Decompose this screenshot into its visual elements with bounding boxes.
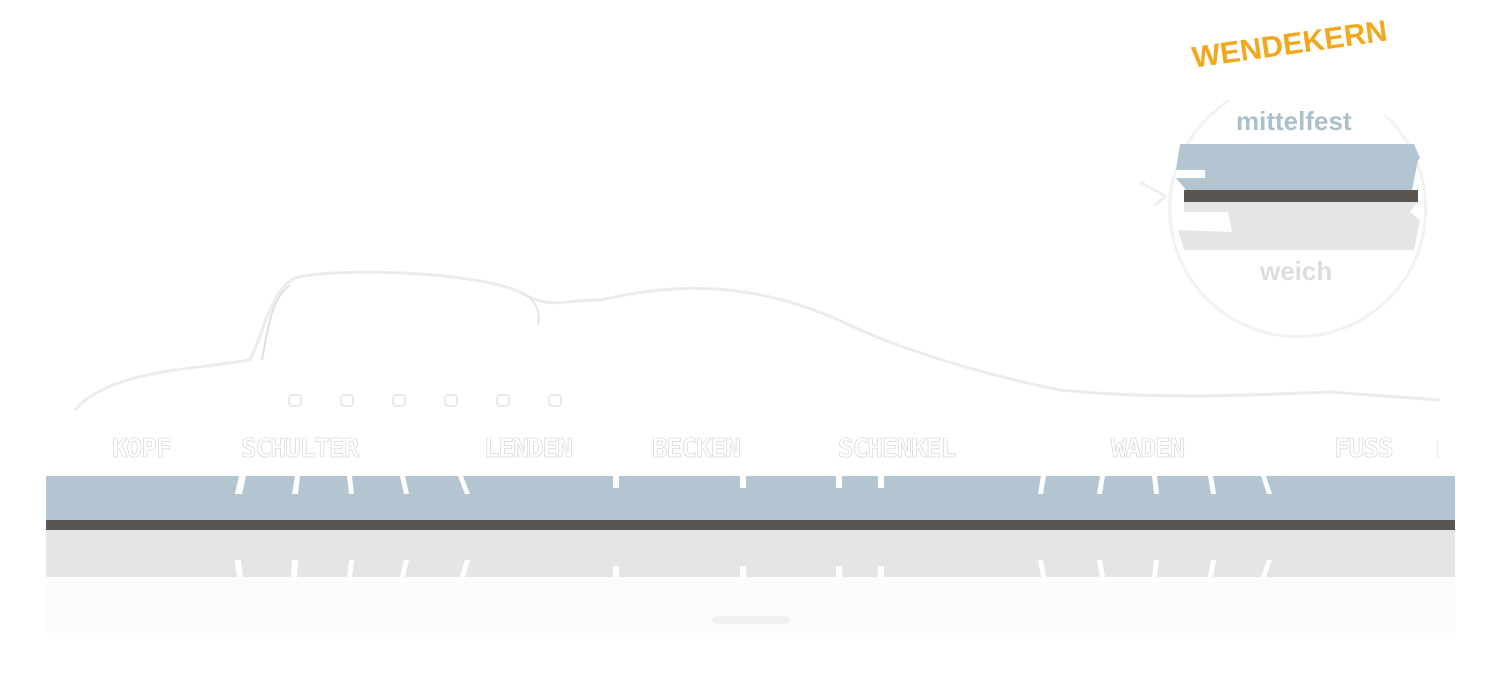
badge-bottom-layer-label: weich bbox=[1260, 256, 1333, 286]
firm-layer bbox=[46, 476, 1455, 520]
zone-label-becken: BECKEN bbox=[652, 434, 742, 465]
spine-markers bbox=[288, 394, 562, 407]
layer-separator bbox=[46, 520, 1455, 530]
zone-label-schulter: SCHULTER bbox=[241, 434, 360, 465]
badge-top-layer-label: mittelfest bbox=[1236, 106, 1352, 136]
zone-label-lenden: LENDEN bbox=[484, 434, 574, 465]
soft-layer bbox=[46, 530, 1455, 577]
zone-label-kopf: KOPF bbox=[112, 434, 172, 465]
end-tick bbox=[1436, 440, 1439, 458]
zone-label-fuss: FUSS bbox=[1334, 434, 1394, 465]
cover-zip bbox=[712, 616, 790, 624]
zone-label-waden: WADEN bbox=[1111, 434, 1186, 465]
zone-label-schenkel: SCHENKEL bbox=[838, 434, 957, 465]
